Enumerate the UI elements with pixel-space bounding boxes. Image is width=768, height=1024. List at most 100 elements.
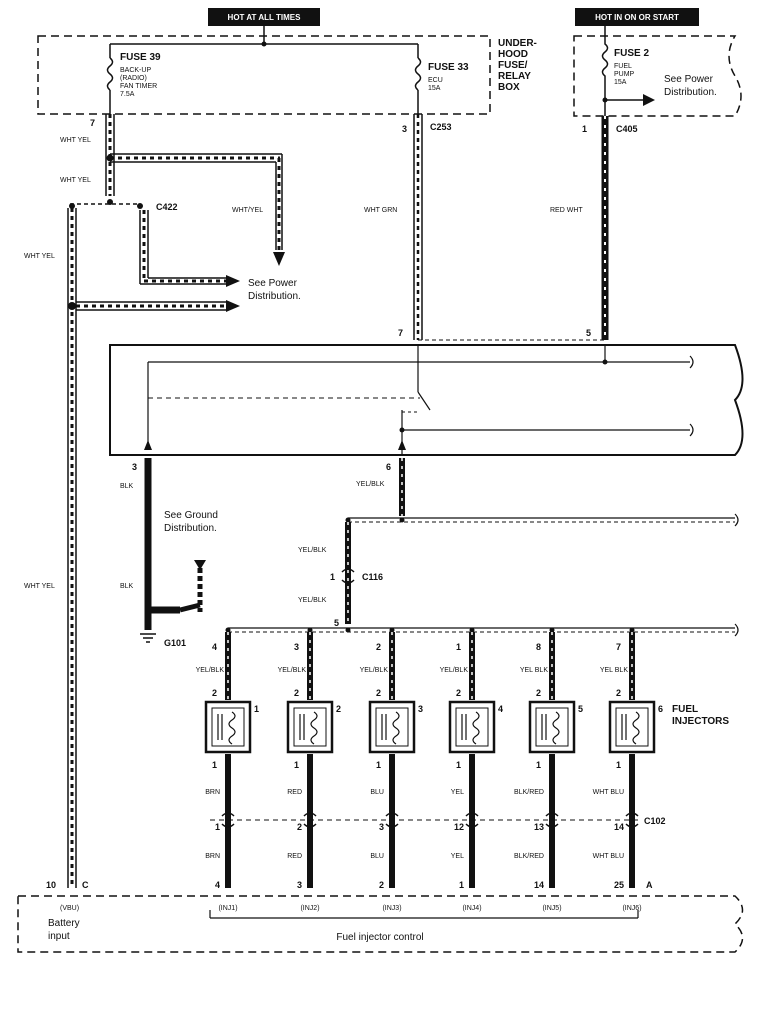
fuse2-line3: 15A [614,79,627,86]
fuse2-symbol [601,36,609,116]
connector-c102: C102 [644,816,666,826]
pin-6-ecm-out: 6 [386,462,391,472]
injector-signal-wire-label-a: BLK/RED [514,789,544,796]
fuse2-power-note-2: Distribution. [664,87,717,98]
pin-3-fuse33: 3 [402,124,407,134]
wire-label-red-wht: RED WHT [550,207,583,214]
injector-number: 5 [578,704,583,714]
wire-branch-wht-yel [110,153,285,266]
fuse2-line2: PUMP [614,71,635,78]
injector-pin-2: 2 [456,688,461,698]
injector-supply-wire-label: YEL BLK [600,667,628,674]
injector-pin-2: 2 [212,688,217,698]
injector-supply-wire-label: YEL/BLK [360,667,389,674]
fuel-injector-3: 21 [368,627,416,888]
injector-c102-pin: 13 [534,822,544,832]
injector-ecu-pin: 25 [614,880,624,890]
fuse2-power-note-1: See Power [664,74,714,85]
injector-supply-wire-label: YEL/BLK [196,667,225,674]
injector-top-pin: 7 [616,642,621,652]
injector-supply-wire-label: YEL/BLK [440,667,469,674]
injector-pin-1: 1 [616,760,621,770]
fuel-injector-4: 21 [448,627,496,888]
injector-number: 1 [254,704,259,714]
injector-pin-2: 2 [616,688,621,698]
fuse39-symbol [106,57,114,91]
injector-supply-wire-label: YEL/BLK [278,667,307,674]
pin-10: 10 [46,880,56,890]
connector-c405: C405 [616,124,638,134]
wire-label-wht-grn: WHT GRN [364,207,397,214]
fusebox-name-5: BOX [498,82,520,93]
hot-at-all-times-text: HOT AT ALL TIMES [228,13,302,22]
injector-signal-wire-label-b: WHT BLU [593,853,624,860]
injector-top-pin: 2 [376,642,381,652]
fuse39-title: FUSE 39 [120,52,161,63]
fuse33-line1: ECU [428,77,443,84]
injector-signal-wire-label-b: BLU [370,853,384,860]
wire-label-wht-yel-4: WHT YEL [24,583,55,590]
ecu-vbu-label: (VBU) [60,905,79,912]
injector-group: 214YEL/BLK1BRN1BRN4(INJ1)213YEL/BLK2RED2… [196,627,663,912]
injector-top-pin: 1 [456,642,461,652]
fuse2-box [573,35,742,117]
fuel-injector-control: Fuel injector control [336,932,423,943]
injector-signal-wire-label-a: YEL [451,789,464,796]
pin-7-ecm-in: 7 [398,328,403,338]
injector-top-pin: 3 [294,642,299,652]
injector-pin-1: 1 [376,760,381,770]
fuel-injector-1: 21 [204,627,252,888]
fuse2-title: FUSE 2 [614,48,649,59]
injector-number: 3 [418,704,423,714]
injector-signal-wire-label-a: BLU [370,789,384,796]
ground-note-2: Distribution. [164,523,217,534]
ground-g101-symbol [140,633,156,643]
wire-label-wht-yel-2: WHT YEL [60,177,91,184]
injector-c102-pin: 3 [379,822,384,832]
fuse39-line3: FAN TIMER [120,83,157,90]
wire-second-branch [76,300,240,312]
fuel-injectors-title-2: INJECTORS [672,716,729,727]
injector-ecu-pin: 2 [379,880,384,890]
injector-c102-pin: 2 [297,822,302,832]
injector-c102-pin: 12 [454,822,464,832]
injector-ecu-label: (INJ3) [382,905,401,912]
injector-number: 4 [498,704,503,714]
pin-c: C [82,880,89,890]
fuse39-line4: 7.5A [120,91,135,98]
battery-input-1: Battery [48,918,80,929]
wire-label-wht-yel-slash-1: WHT/YEL [232,207,263,214]
wire-label-blk-2: BLK [120,583,134,590]
injector-pin-2: 2 [294,688,299,698]
connector-c422: C422 [156,202,178,212]
injector-signal-wire-label-b: RED [287,853,302,860]
injector-number: 6 [658,704,663,714]
injector-pin-2: 2 [536,688,541,698]
fuse33-title: FUSE 33 [428,62,469,73]
injector-signal-wire-label-b: YEL [451,853,464,860]
injector-ecu-label: (INJ6) [622,905,641,912]
underhood-fuse-box [37,35,491,115]
injector-pin-1: 1 [456,760,461,770]
fusebox-name-2: HOOD [498,49,528,60]
power-note-2: Distribution. [248,291,301,302]
connector-g101: G101 [164,638,186,648]
pin-5-c116: 5 [334,618,339,628]
fuel-injector-2: 21 [286,627,334,888]
fuse33-symbol [414,57,422,91]
injector-pin-2: 2 [376,688,381,698]
pin-a: A [646,880,653,890]
fuel-injector-6: 21 [608,627,656,888]
injector-signal-wire-label-b: BRN [205,853,220,860]
wire-c422-branch [139,210,240,287]
injector-signal-wire-label-b: BLK/RED [514,853,544,860]
wire-wht-yel-long [67,208,77,888]
injector-signal-wire-label-a: RED [287,789,302,796]
fuel-injectors-title-1: FUEL [672,704,698,715]
fusebox-name-4: RELAY [498,71,531,82]
injector-ecu-label: (INJ1) [218,905,237,912]
injector-top-pin: 8 [536,642,541,652]
injector-c102-pin: 14 [614,822,624,832]
injector-pin-1: 1 [212,760,217,770]
pin-5-ecm-in: 5 [586,328,591,338]
